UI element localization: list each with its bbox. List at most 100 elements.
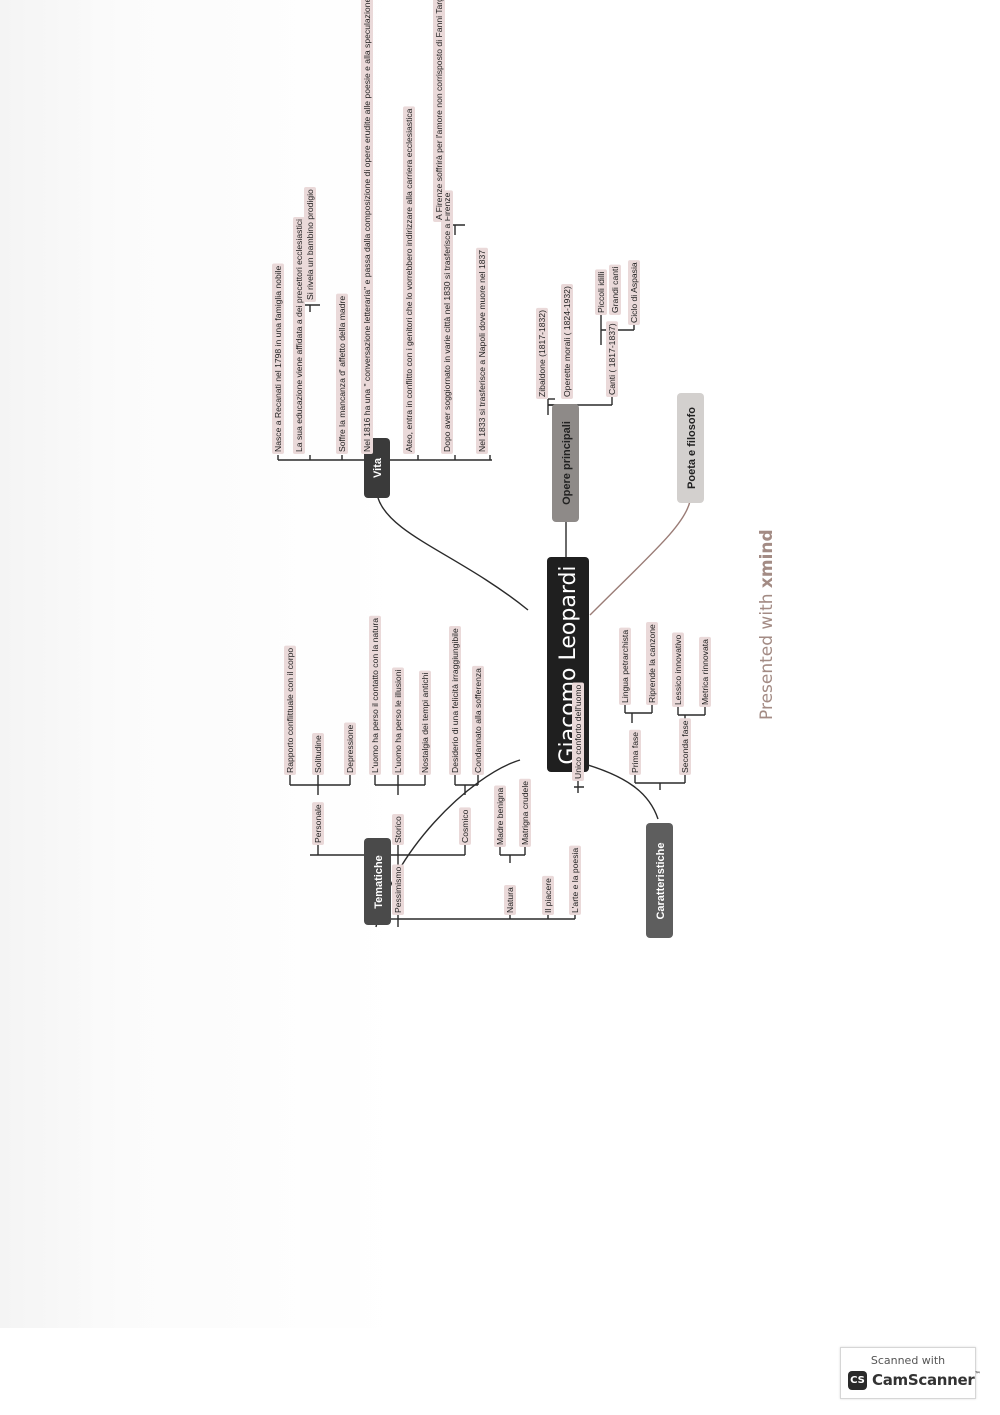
storico-item: Nostalgia dei tempi antichi	[420, 673, 430, 773]
leaf-highlight	[403, 106, 415, 454]
camscanner-scanned-with: Scanned with	[870, 1354, 946, 1367]
leaf-highlight	[699, 636, 711, 707]
prima-fase-item: Riprende la canzone	[647, 624, 657, 703]
cosmico-label: Cosmico	[460, 809, 470, 843]
leaf-highlight	[679, 718, 691, 775]
branch-opere: Opere principali	[552, 404, 579, 522]
vita-items: Nasce a Recanati nel 1798 in una famigli…	[272, 0, 488, 454]
storico-item: L'uomo ha perso le illusioni	[393, 670, 403, 773]
arte-label: L'arte e la poesia	[570, 848, 580, 913]
prima-fase-label: Prima fase	[630, 732, 640, 773]
connector-vita	[377, 497, 529, 611]
storico-label: Storico	[393, 816, 403, 843]
leaf-highlight	[459, 807, 471, 845]
xmind-watermark: Presented with xmind	[757, 529, 777, 720]
camscanner-badge: Scanned with CS CamScanner™	[840, 1347, 981, 1399]
leaf-highlight	[504, 884, 516, 915]
opere-items: Zibaldone (1817-1832) Operette morali ( …	[536, 260, 640, 399]
branch-caratteristiche-label: Caratteristiche	[655, 842, 667, 919]
branch-caratteristiche: Caratteristiche	[646, 823, 673, 938]
leaf-highlight	[392, 814, 404, 845]
leaf-highlight	[646, 621, 658, 705]
camscanner-logo-icon: CS	[848, 1371, 867, 1390]
vita-item: La sua educazione viene affidata a dei p…	[294, 219, 304, 452]
leaf-highlight	[519, 778, 531, 847]
branch-poeta: Poeta e filosofo	[677, 393, 704, 503]
leaf-highlight	[392, 667, 404, 775]
vita-item: Nel 1833 si trasferisce a Napoli dove mu…	[477, 250, 487, 452]
leaf-highlight	[476, 247, 488, 454]
connector-poeta	[589, 500, 691, 616]
leaf-highlight	[304, 186, 316, 302]
camscanner-name: CamScanner™	[872, 1371, 981, 1389]
storico-item: L'uomo ha perso il contatto con la natur…	[370, 618, 380, 773]
cosmico-item: Condannato alla sofferenza	[473, 668, 483, 773]
vita-note-prodigio: Si rivela un bambino prodigio	[305, 189, 315, 300]
leaf-highlight	[672, 632, 684, 707]
vita-item: Soffre la mancanza d' affetto della madr…	[337, 296, 347, 452]
seconda-fase-label: Seconda fase	[680, 720, 690, 773]
canti-sub-item: Ciclo di Aspasia	[629, 262, 639, 323]
leaf-highlight	[312, 802, 324, 845]
leaf-highlight	[344, 722, 356, 775]
caratteristiche-items: Prima fase Seconda fase Lingua petrarchi…	[619, 621, 711, 775]
leaf-highlight	[361, 0, 373, 454]
leaf-highlight	[433, 0, 445, 222]
natura-label: Natura	[505, 887, 515, 913]
opere-item: Operette morali ( 1824-1932)	[562, 286, 572, 397]
tematiche-items: Pessimismo Personale Storico Cosmico Rap…	[284, 615, 584, 915]
leaf-highlight	[312, 733, 324, 775]
leaf-highlight	[284, 645, 296, 775]
leaf-highlight	[595, 269, 607, 315]
scan-bottom-margin	[0, 1328, 1000, 1415]
leaf-highlight	[419, 670, 431, 775]
canti-sub-item: Grandi canti	[610, 267, 620, 313]
personale-item: Rapporto conflittuale con il corpo	[285, 648, 295, 773]
leaf-highlight	[542, 875, 554, 915]
leaf-highlight	[441, 190, 453, 454]
natura-item: Matrigna crudele	[520, 781, 530, 845]
canti-sub-item: Piccoli idilli	[596, 271, 606, 313]
vita-item: Nel 1816 ha una " conversazione letterar…	[362, 0, 372, 452]
leaf-highlight	[569, 845, 581, 915]
vita-item: Nasce a Recanati nel 1798 in una famigli…	[273, 265, 283, 452]
leaf-highlight	[536, 307, 548, 399]
watermark-brand: xmind	[757, 529, 777, 588]
watermark-prefix: Presented with	[757, 588, 777, 720]
leaf-highlight	[609, 264, 621, 315]
branch-opere-label: Opere principali	[561, 421, 573, 505]
personale-item: Solitudine	[313, 735, 323, 773]
leaf-highlight	[392, 864, 404, 915]
leaf-highlight	[561, 284, 573, 399]
prima-fase-item: Lingua petrarchista	[620, 630, 630, 703]
leaf-highlight	[606, 321, 618, 397]
arte-sub-item: Unico conforto dell'uomo	[573, 684, 583, 779]
branch-vita-label: Vita	[372, 457, 384, 478]
seconda-fase-item: Lessico innovativo	[673, 635, 683, 705]
branch-tematiche: Tematiche	[364, 838, 391, 925]
leaf-highlight	[293, 216, 305, 454]
piacere-label: Il piacere	[543, 878, 553, 913]
opere-item: Zibaldone (1817-1832)	[537, 310, 547, 397]
leaf-highlight	[472, 665, 484, 775]
leaf-highlight	[369, 615, 381, 775]
personale-item: Depressione	[345, 725, 355, 773]
vita-item: Ateo, entra in conflitto con i genitori …	[404, 108, 414, 452]
camscanner-tm: ™	[974, 1371, 981, 1378]
camscanner-name-text: CamScanner	[872, 1371, 975, 1389]
leaf-highlight	[628, 260, 640, 325]
leaf-highlight	[272, 263, 284, 454]
personale-label: Personale	[313, 804, 323, 843]
leaf-highlight	[449, 626, 461, 775]
opere-item: Canti ( 1817-1837)	[607, 323, 617, 395]
vita-note-firenze: A Firenze soffrirà per l'amore non corri…	[434, 0, 444, 220]
leaf-highlight	[572, 682, 584, 781]
leaf-highlight	[619, 627, 631, 705]
leaf-highlight	[629, 729, 641, 775]
leaf-highlight	[336, 293, 348, 454]
pessimismo-label: Pessimismo	[393, 866, 403, 913]
seconda-fase-item: Metrica rinnovata	[700, 639, 710, 705]
